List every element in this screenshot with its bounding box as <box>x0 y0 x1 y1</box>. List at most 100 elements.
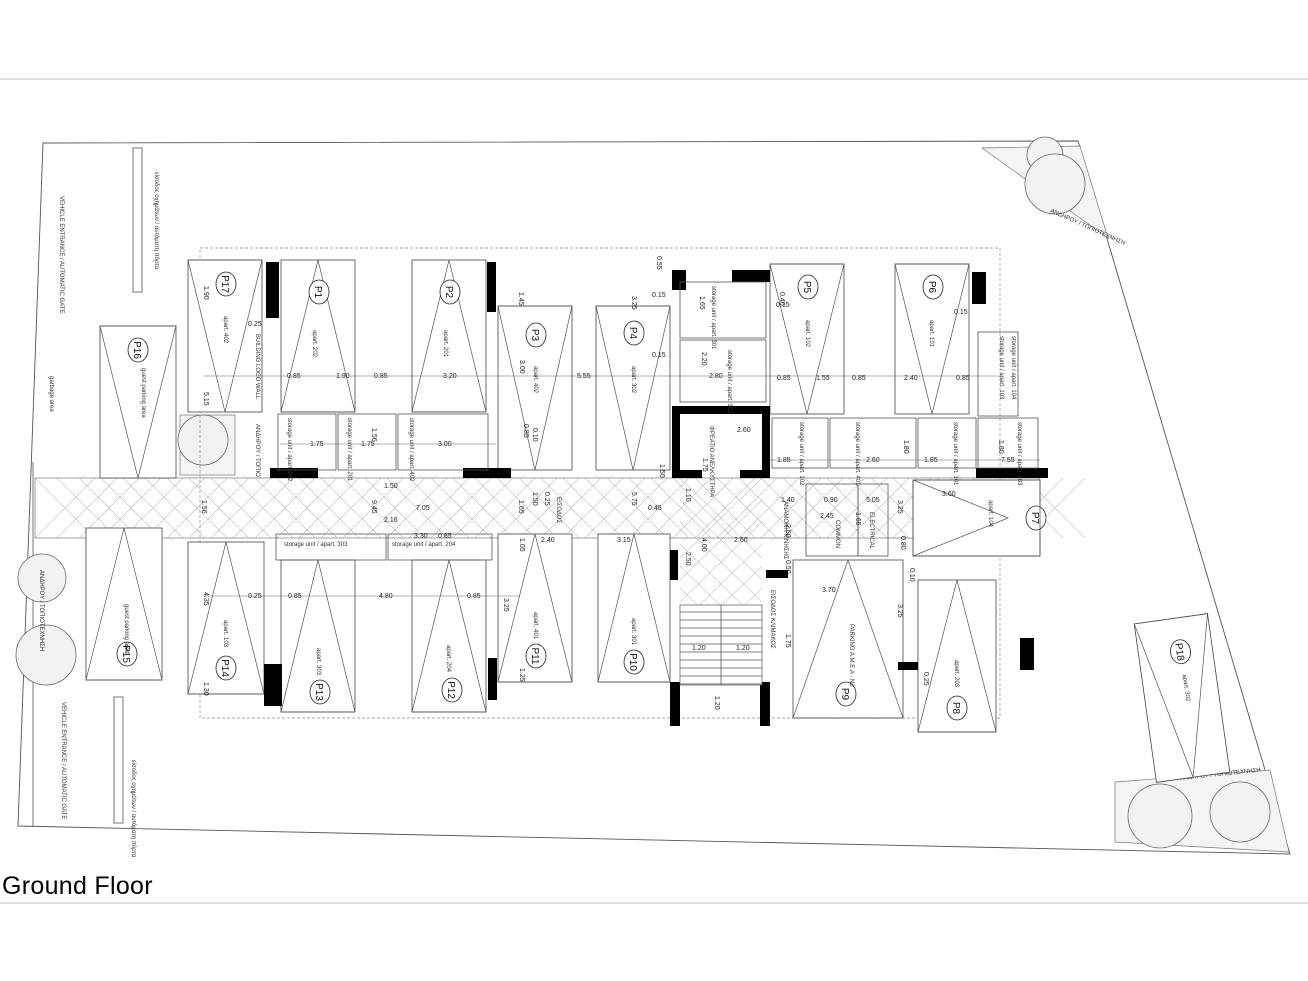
storage-row-top <box>275 281 1039 561</box>
gate-post-bottom <box>113 696 124 824</box>
dimension-label: 1.45 <box>517 292 524 306</box>
dimension-label: 3.25 <box>502 598 509 612</box>
dimension-label: 1.80 <box>902 440 909 454</box>
bay-apartment: apart. 102 <box>804 320 810 348</box>
bay-apartment: apart. 101 <box>928 320 934 348</box>
dimension-label: 3.20 <box>443 373 457 380</box>
bay-tag-circle <box>797 274 819 300</box>
dimension-label: 1.65 <box>854 512 861 526</box>
bay-code: P13 <box>313 683 324 701</box>
bay-tag-circle <box>439 279 461 305</box>
storage-label: storage unit / apart. 301 <box>710 286 716 350</box>
bay-tag-circle <box>525 322 547 348</box>
dimension-label: 0.15 <box>776 302 790 309</box>
driveway <box>34 477 1086 669</box>
dimension-label: 1.20 <box>736 645 750 652</box>
bay-p7 <box>912 479 1041 557</box>
dimension-label: 2.60 <box>734 537 748 544</box>
dimension-label: 0.25 <box>922 672 929 686</box>
tree-icon <box>1127 783 1193 849</box>
dimension-label: 1.50 <box>384 483 398 490</box>
dimension-label: 0.15 <box>652 292 666 299</box>
dimension-label: 0.85 <box>438 533 452 540</box>
entrance-top-label: VEHICLE ENTRANCE / AUTOMATIC GATE <box>58 196 64 313</box>
tree-icon <box>17 553 67 603</box>
dimension-label: 1.25 <box>518 668 525 682</box>
bay-code: P8 <box>950 702 961 715</box>
storage-label: storage unit / apart. 202 <box>286 418 292 482</box>
dimension-label: 3.25 <box>630 296 637 310</box>
dimension-label: 1.40 <box>781 497 795 504</box>
dimension-label: 9.45 <box>370 500 377 514</box>
bay-code: P9 <box>839 688 850 701</box>
bay-apartment: apart. 302 <box>1181 674 1191 702</box>
dimension-label: 1.80 <box>997 440 1004 454</box>
bay-code: P1 <box>312 286 323 299</box>
dimension-label: 2.50 <box>684 552 691 566</box>
bay-code: P10 <box>627 653 638 671</box>
bay-code: P3 <box>529 329 540 342</box>
structural-walls <box>264 262 1048 726</box>
bay-apartment: apart. 201 <box>442 330 448 358</box>
dimension-label: 1.10 <box>684 488 691 502</box>
electrical-label: ELECTRICAL <box>868 512 874 550</box>
entrance-bottom-label: VEHICLE ENTRANCE / AUTOMATIC GATE <box>60 702 66 819</box>
bay-apartment: apart. 203 <box>953 660 959 688</box>
logo-wall-label: BUILDING LOGO WALL <box>254 334 260 400</box>
garbage-label: garbage area <box>48 376 54 412</box>
storage-label: storage unit / apart. 402 <box>408 418 414 482</box>
tree-icon <box>177 414 229 466</box>
dimension-label: 2.60 <box>866 457 880 464</box>
tree-icon <box>15 624 77 686</box>
dimension-label: 0.25 <box>543 492 550 506</box>
dimension-label: 3.30 <box>414 533 428 540</box>
bay-tag-circle <box>215 271 237 297</box>
dimension-label: 2.16 <box>384 517 398 524</box>
storage-label: storage unit / apart. 204 <box>392 542 456 548</box>
dimension-label: 0.25 <box>248 593 262 600</box>
bay-tag-circle <box>127 337 149 363</box>
dimension-label: 0.45 <box>648 505 662 512</box>
bay-code: P4 <box>627 327 638 340</box>
bay-tag-circle <box>1025 505 1047 531</box>
bay-tag-circle <box>946 695 968 721</box>
dimension-label: 1.75 <box>310 441 324 448</box>
bay-code: P6 <box>926 281 937 294</box>
dimension-label: 2.40 <box>541 537 555 544</box>
dimension-label: 3.00 <box>518 360 525 374</box>
dimension-label: 4.80 <box>379 593 393 600</box>
dimension-label: 1.90 <box>336 373 350 380</box>
bay-code: P7 <box>1029 512 1040 525</box>
bay-code: P11 <box>529 647 540 664</box>
bay-tag-circle <box>441 677 463 703</box>
parking-bay-p5: P5 apart. 102 <box>769 263 845 415</box>
bay-apartment: apart. 202 <box>311 330 317 358</box>
parking-bay-p9: P9 <box>792 558 904 719</box>
bay-tag-circle <box>215 655 237 681</box>
gate-post-top <box>132 147 143 293</box>
bay-tag-circle <box>116 641 138 667</box>
parking-bay-p6: P6 apart. 101 <box>894 263 970 415</box>
bay-apartment: apart. 104 <box>987 500 993 528</box>
landscape-label-3: ΑΝΔΗΡΟΥ / ΤΟΠΙΟΤΕΧΝΗΣΗ <box>38 570 44 651</box>
bay-code: P5 <box>801 281 812 294</box>
dimension-label: 1.90 <box>202 286 209 300</box>
bay-tag-circle <box>1170 639 1191 665</box>
stair-lobby-label: ΕΙΣΟΔΟΣ ΚΛΙΜΑΚΟΣ <box>769 590 775 649</box>
storage-label: storage unit / apart. 302 <box>726 350 732 414</box>
tree-icon <box>1209 781 1271 843</box>
parking-bay-p8: P8 apart. 203 <box>917 579 997 733</box>
page-title: Ground Floor <box>2 872 153 900</box>
bay-tag-circle <box>308 279 330 305</box>
